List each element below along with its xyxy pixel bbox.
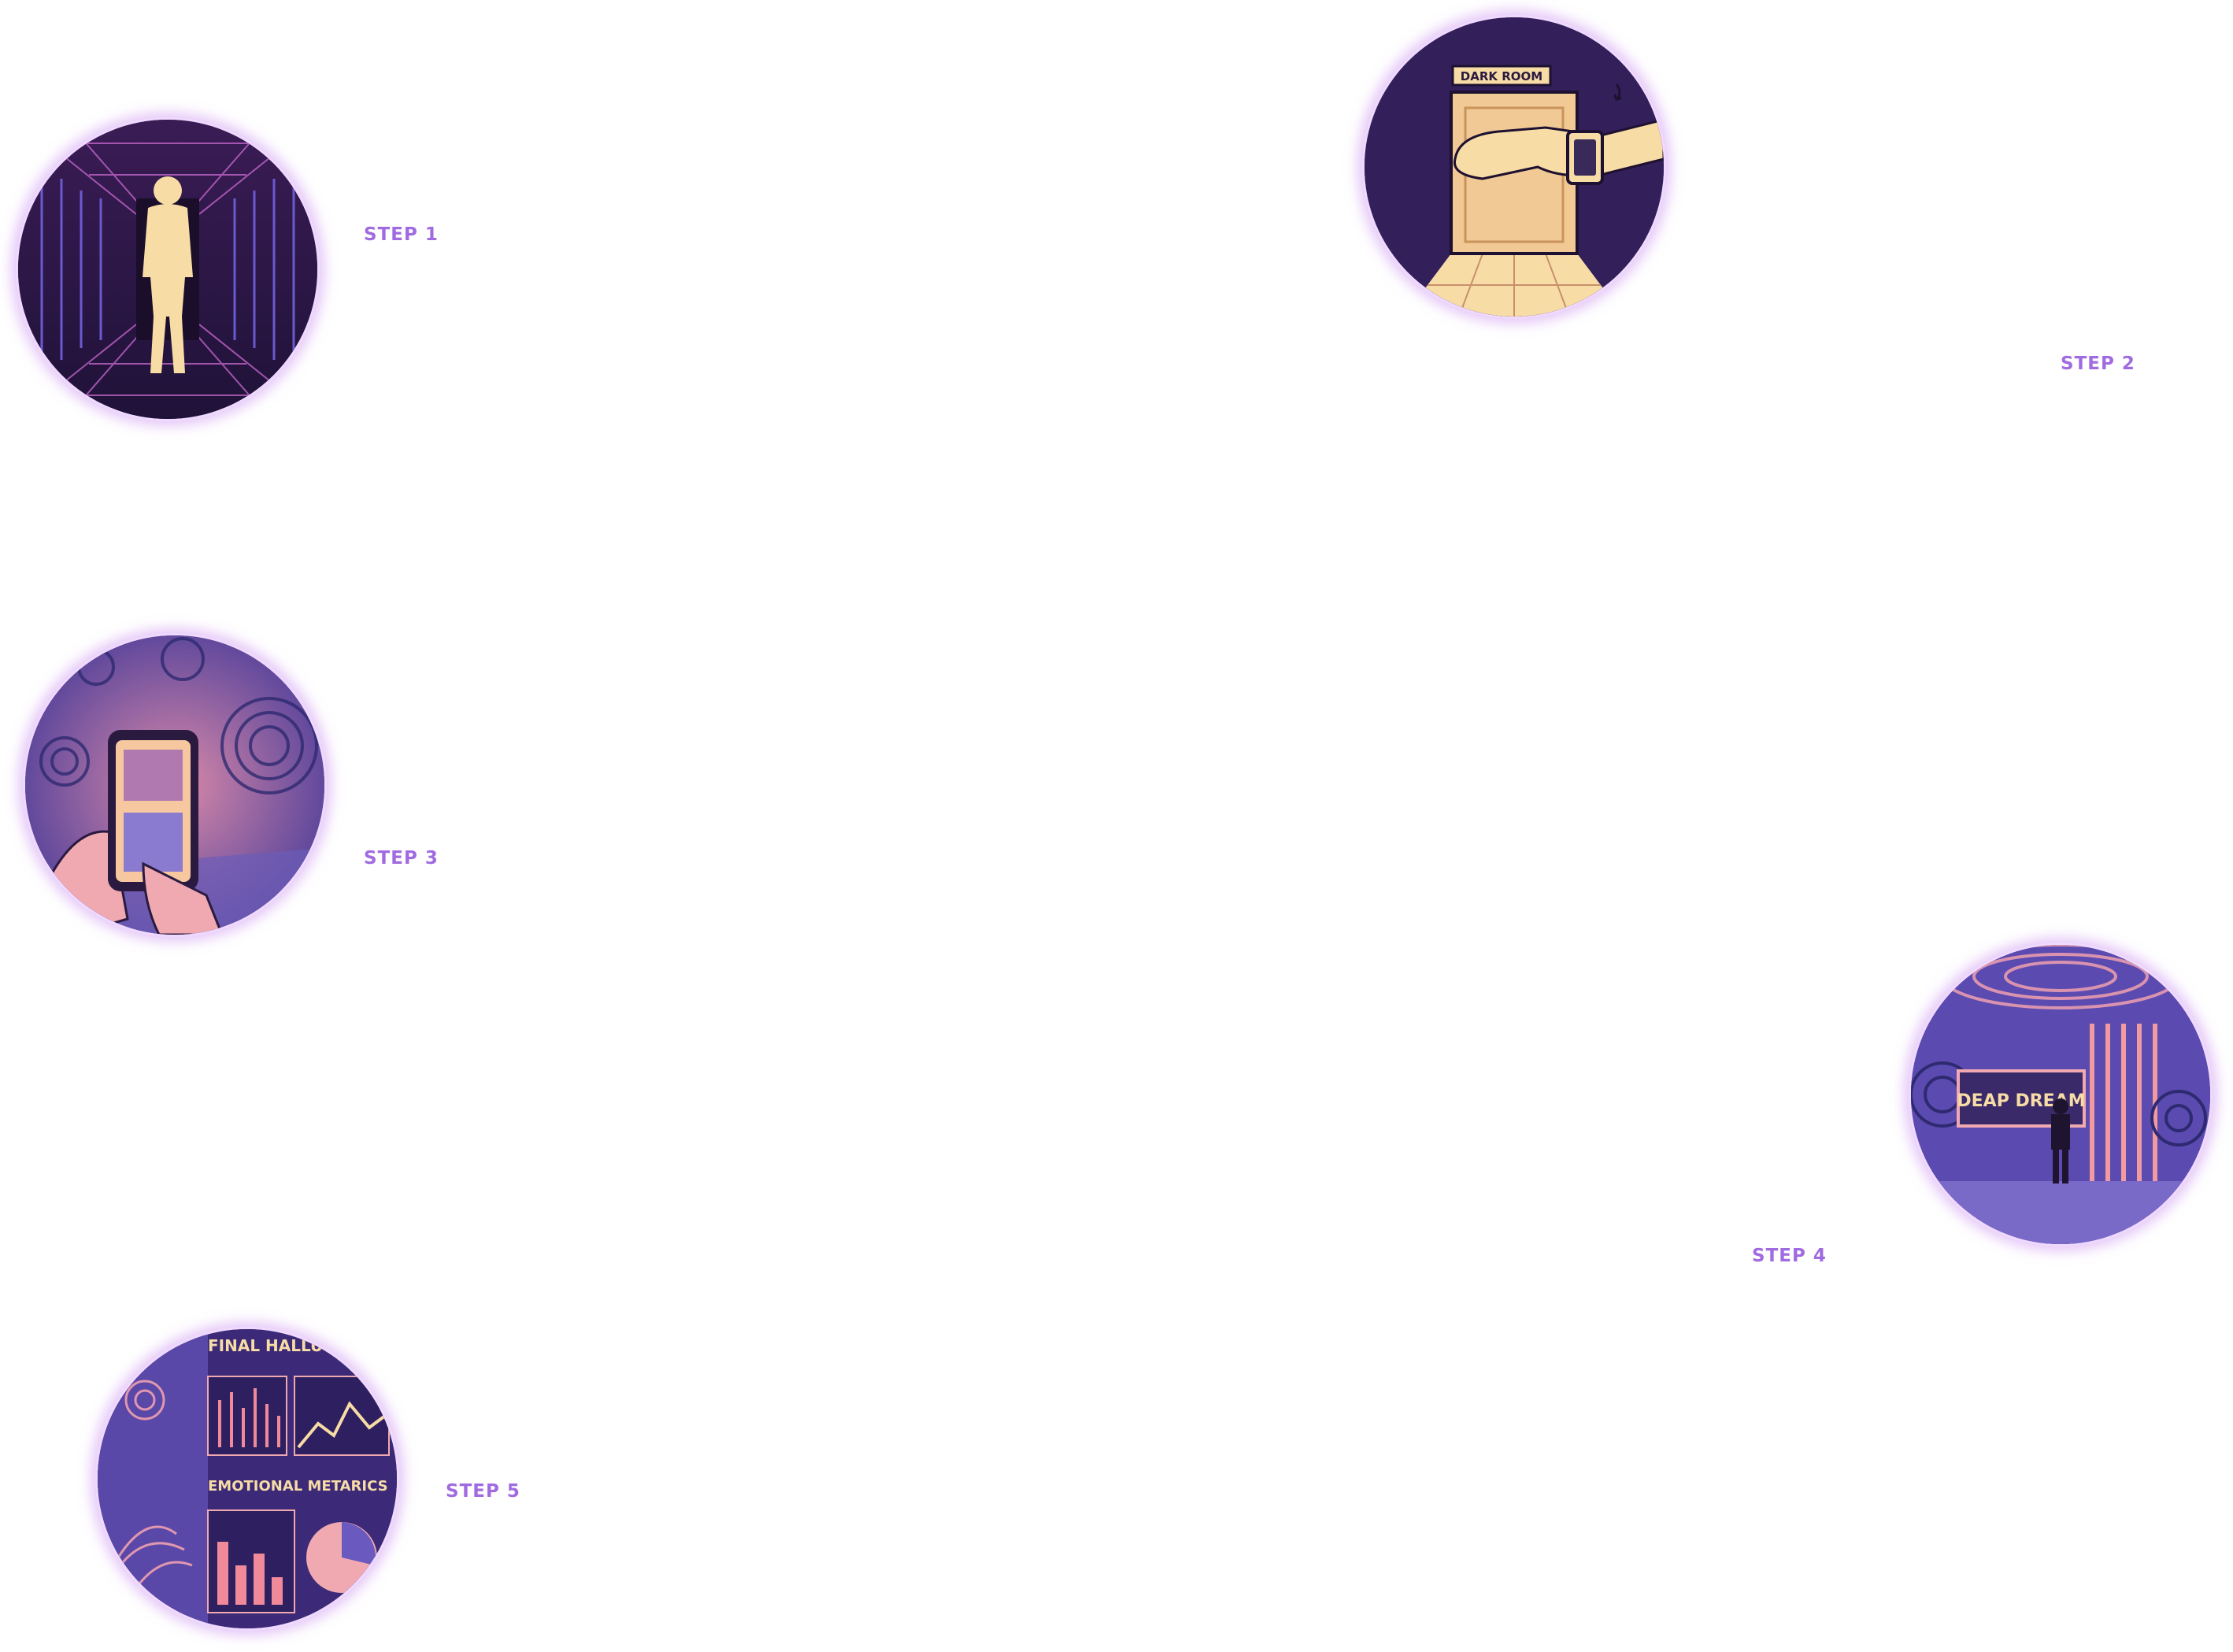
step-2-image: DARK ROOM [1365,17,1664,317]
step-1-image [18,120,317,419]
step-5-image: FINAL HALLUCINATIO EMOTIONAL METARICS [98,1329,397,1628]
step-5-label: STEP 5 [446,1481,520,1502]
final-hallucination-title: FINAL HALLUCINATIO [208,1336,394,1355]
step-2-label: STEP 2 [2061,354,2135,374]
emotional-metrics-title: EMOTIONAL METARICS [208,1478,388,1495]
step-4-label: STEP 4 [1752,1246,1827,1266]
step-3-label: STEP 3 [364,848,439,869]
step-3-image [25,635,324,935]
dark-room-sign: DARK ROOM [1461,69,1542,83]
step-4-image: DEAP DREAM [1911,945,2210,1244]
step-1-label: STEP 1 [364,224,439,245]
